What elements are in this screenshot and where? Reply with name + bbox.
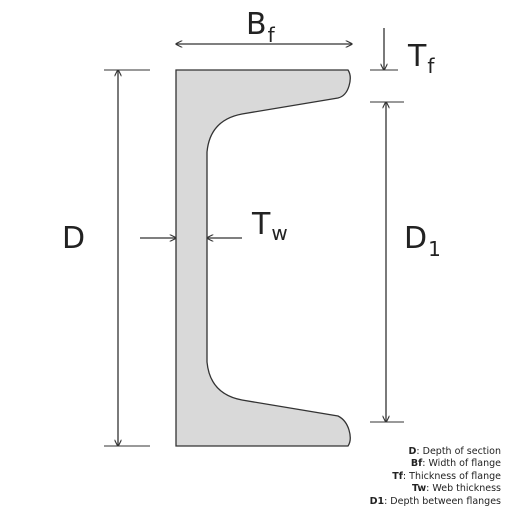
legend-text: : Depth of section bbox=[416, 446, 501, 457]
legend-key: Bf bbox=[410, 458, 423, 470]
legend-item-d1: D1: Depth between flanges bbox=[370, 496, 501, 508]
legend-item-tw: Tw: Web thickness bbox=[370, 483, 501, 495]
legend-item-bf: Bf: Width of flange bbox=[370, 458, 501, 470]
tf-label: Tf bbox=[407, 39, 435, 78]
legend-key: Tf bbox=[392, 470, 403, 482]
d1-label: D1 bbox=[404, 221, 441, 261]
legend-item-d: D: Depth of section bbox=[370, 446, 501, 458]
legend: D: Depth of section Bf: Width of flange … bbox=[370, 446, 501, 508]
legend-item-tf: Tf: Thickness of flange bbox=[370, 471, 501, 483]
channel-section-shape bbox=[175, 69, 351, 447]
bf-label: Bf bbox=[246, 7, 276, 47]
d-label: D bbox=[62, 221, 85, 256]
legend-text: : Width of flange bbox=[422, 458, 501, 470]
tw-label: Tw bbox=[251, 207, 288, 245]
legend-key: D bbox=[408, 446, 417, 457]
legend-key: D1 bbox=[369, 495, 385, 507]
legend-key: Tw bbox=[411, 483, 427, 495]
legend-text: : Web thickness bbox=[426, 483, 501, 495]
legend-text: : Thickness of flange bbox=[402, 470, 501, 482]
legend-text: : Depth between flanges bbox=[384, 495, 501, 507]
